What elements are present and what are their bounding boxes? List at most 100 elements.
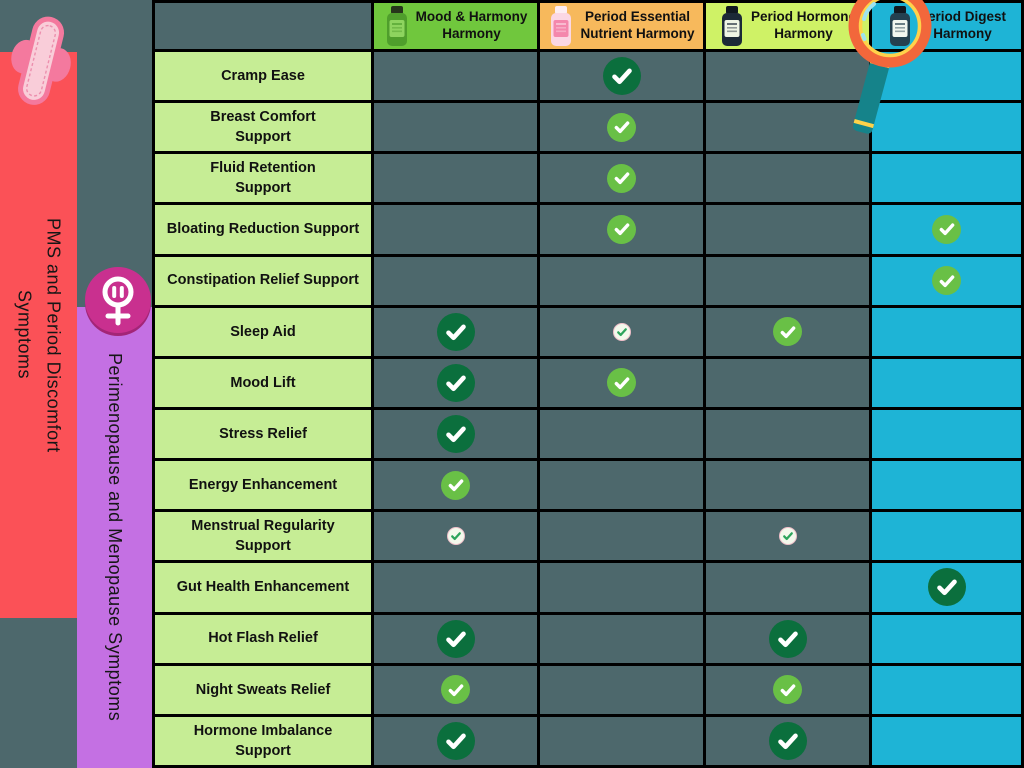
mid-checkmark (607, 368, 636, 398)
check-cell (374, 563, 537, 612)
check-cell (872, 256, 1021, 305)
check-cell (706, 409, 869, 459)
check-cell (374, 256, 537, 305)
mid-checkmark (932, 214, 961, 244)
product-bottle-icon (386, 6, 407, 46)
check-cell (540, 358, 703, 407)
check-cell (706, 52, 869, 101)
check-cell (872, 307, 1021, 356)
check-cell (374, 614, 537, 663)
product-bottle-icon (889, 6, 910, 46)
check-icon (614, 121, 629, 134)
check-cell (540, 154, 703, 203)
check-cell (374, 307, 537, 356)
check-cell (872, 103, 1021, 152)
mid-checkmark (773, 317, 802, 347)
big-checkmark (436, 312, 475, 351)
mid-checkmark (932, 266, 961, 296)
check-cell (540, 563, 703, 612)
big-checkmark (436, 721, 475, 760)
big-checkmark (927, 568, 966, 607)
check-cell (540, 512, 703, 561)
check-icon (780, 326, 795, 338)
row-label-gut-health-enhancement: Gut Health Enhancement (155, 563, 371, 612)
menopause-symptoms-banner: Perimenopause and Menopause Symptoms (77, 307, 152, 768)
check-icon (616, 328, 627, 336)
check-cell (540, 716, 703, 765)
check-cell (706, 154, 869, 203)
check-icon (445, 631, 466, 647)
row-label-constipation-relief-support: Constipation Relief Support (155, 256, 371, 305)
check-cell (872, 461, 1021, 510)
check-icon (448, 479, 463, 492)
menopause-banner-label: Perimenopause and Menopause Symptoms (104, 353, 125, 722)
check-cell (374, 716, 537, 765)
check-icon (780, 684, 795, 696)
big-checkmark (436, 415, 475, 454)
big-checkmark (436, 619, 475, 658)
check-icon (939, 275, 954, 287)
check-cell (540, 614, 703, 663)
check-cell (872, 409, 1021, 459)
check-icon (450, 532, 461, 541)
check-cell (540, 461, 703, 510)
row-label-cramp-ease: Cramp Ease (155, 52, 371, 101)
check-cell (374, 52, 537, 101)
check-cell (706, 512, 869, 561)
small-checkmark (778, 527, 797, 546)
small-checkmark (612, 322, 631, 341)
check-cell (374, 154, 537, 203)
check-icon (614, 172, 629, 185)
mid-checkmark (607, 214, 636, 244)
check-cell (374, 205, 537, 254)
mid-checkmark (607, 163, 636, 193)
check-icon (614, 223, 629, 236)
check-cell (872, 665, 1021, 714)
check-cell (706, 358, 869, 407)
check-cell (540, 409, 703, 459)
check-cell (706, 461, 869, 510)
check-cell (374, 358, 537, 407)
check-icon (611, 68, 632, 85)
check-cell (872, 512, 1021, 561)
check-cell (374, 512, 537, 561)
big-checkmark (768, 619, 807, 658)
row-label-stress-relief: Stress Relief (155, 409, 371, 459)
small-checkmark (446, 527, 465, 546)
check-icon (777, 733, 798, 750)
check-cell (706, 256, 869, 305)
big-checkmark (436, 363, 475, 402)
check-cell (706, 103, 869, 152)
check-cell (706, 205, 869, 254)
check-icon (777, 631, 798, 647)
check-icon (445, 733, 466, 750)
check-cell (540, 256, 703, 305)
row-label-sleep-aid: Sleep Aid (155, 307, 371, 356)
check-cell (706, 563, 869, 612)
check-cell (540, 307, 703, 356)
check-icon (445, 426, 466, 443)
check-icon (936, 579, 957, 596)
check-cell (872, 154, 1021, 203)
check-cell (872, 716, 1021, 765)
check-cell (706, 665, 869, 714)
row-label-mood-lift: Mood Lift (155, 358, 371, 407)
check-icon (614, 377, 629, 389)
check-cell (540, 52, 703, 101)
check-icon (445, 324, 466, 340)
check-cell (872, 52, 1021, 101)
check-cell (540, 205, 703, 254)
row-label-energy-enhancement: Energy Enhancement (155, 461, 371, 510)
